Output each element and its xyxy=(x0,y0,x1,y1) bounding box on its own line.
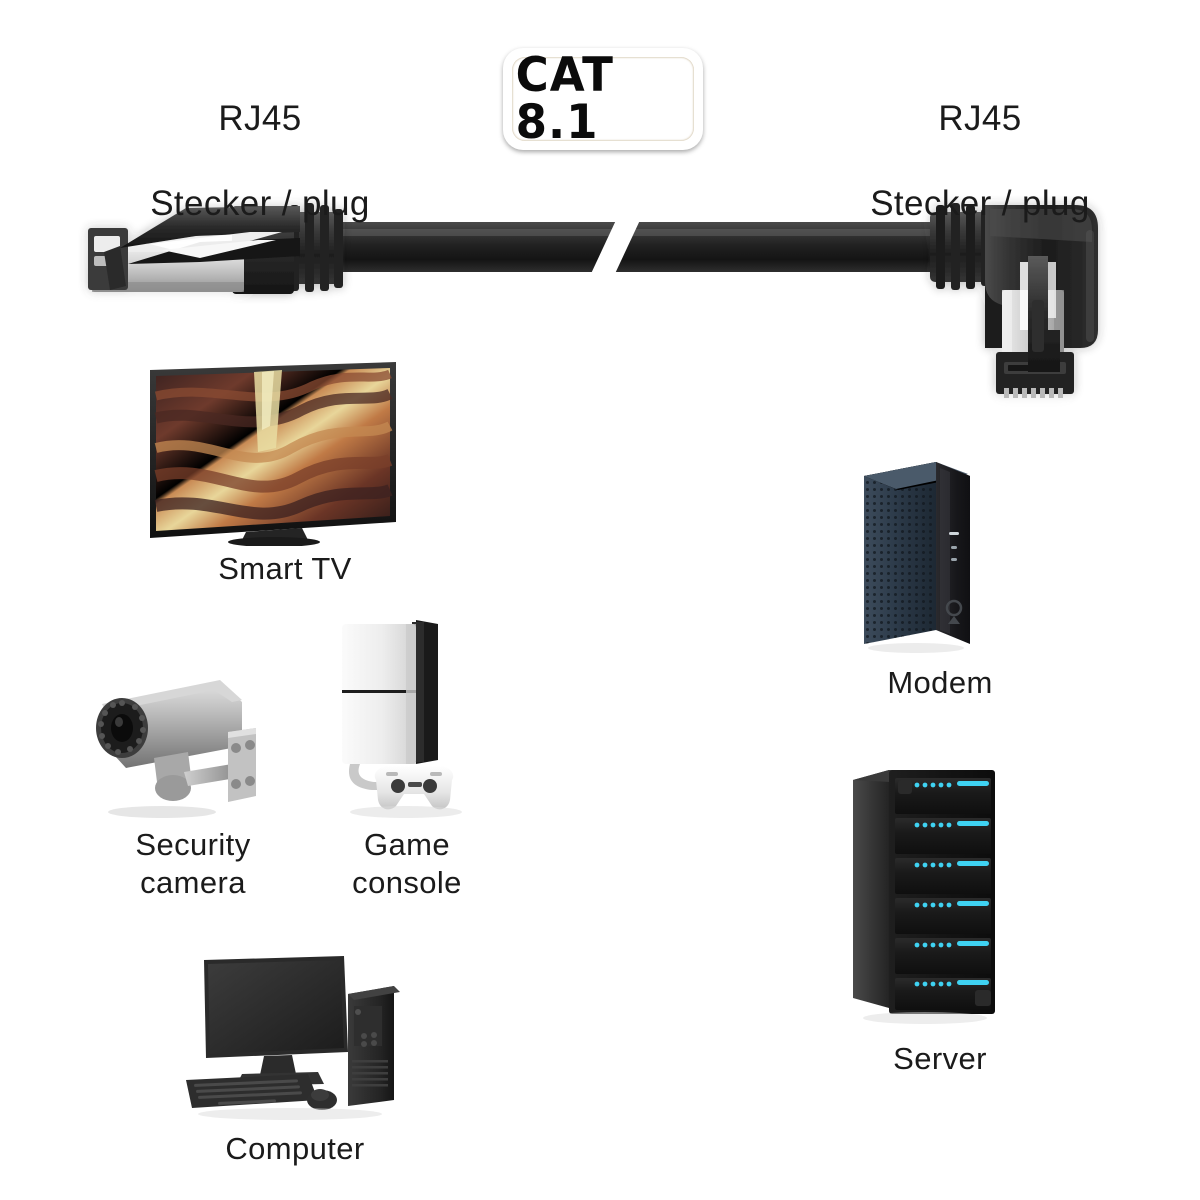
game-console-icon xyxy=(342,620,462,818)
game-controller-icon xyxy=(374,766,454,810)
right-connector-label: RJ45 Stecker / plug xyxy=(780,55,1180,268)
server-rack-icon xyxy=(853,770,995,1024)
cat-badge-plate: CAT 8.1 xyxy=(512,52,694,146)
security-camera-label: Security camera xyxy=(135,827,251,900)
left-connector-label-line1: RJ45 xyxy=(218,98,302,138)
smart-tv-label: Smart TV xyxy=(218,551,352,586)
left-connector-label: RJ45 Stecker / plug xyxy=(60,55,460,268)
left-latch xyxy=(120,206,300,248)
right-connector-label-line2: Stecker / plug xyxy=(870,184,1090,224)
right-connector-label-line1: RJ45 xyxy=(938,98,1022,138)
cable-jacket xyxy=(330,218,970,278)
right-rj45-angled-plug xyxy=(930,203,1098,398)
left-connector-label-line2: Stecker / plug xyxy=(150,184,370,224)
television-icon xyxy=(150,362,396,546)
cable-break-marker xyxy=(589,218,641,278)
server-units xyxy=(895,778,991,1010)
cat-rating-badge: CAT 8.1 xyxy=(503,48,703,150)
modem-label: Modem xyxy=(887,665,993,700)
modem-icon xyxy=(864,462,970,653)
computer-label: Computer xyxy=(225,1131,365,1166)
server-label: Server xyxy=(893,1041,987,1076)
cctv-camera-icon xyxy=(96,680,256,818)
cat-badge-label: CAT 8.1 xyxy=(515,48,614,150)
modem-status-leds xyxy=(949,532,959,561)
right-strain-relief-boot xyxy=(930,203,996,290)
desktop-computer-icon xyxy=(186,956,400,1120)
left-rj45-plug xyxy=(88,203,343,294)
game-console-label: Game console xyxy=(352,827,462,900)
